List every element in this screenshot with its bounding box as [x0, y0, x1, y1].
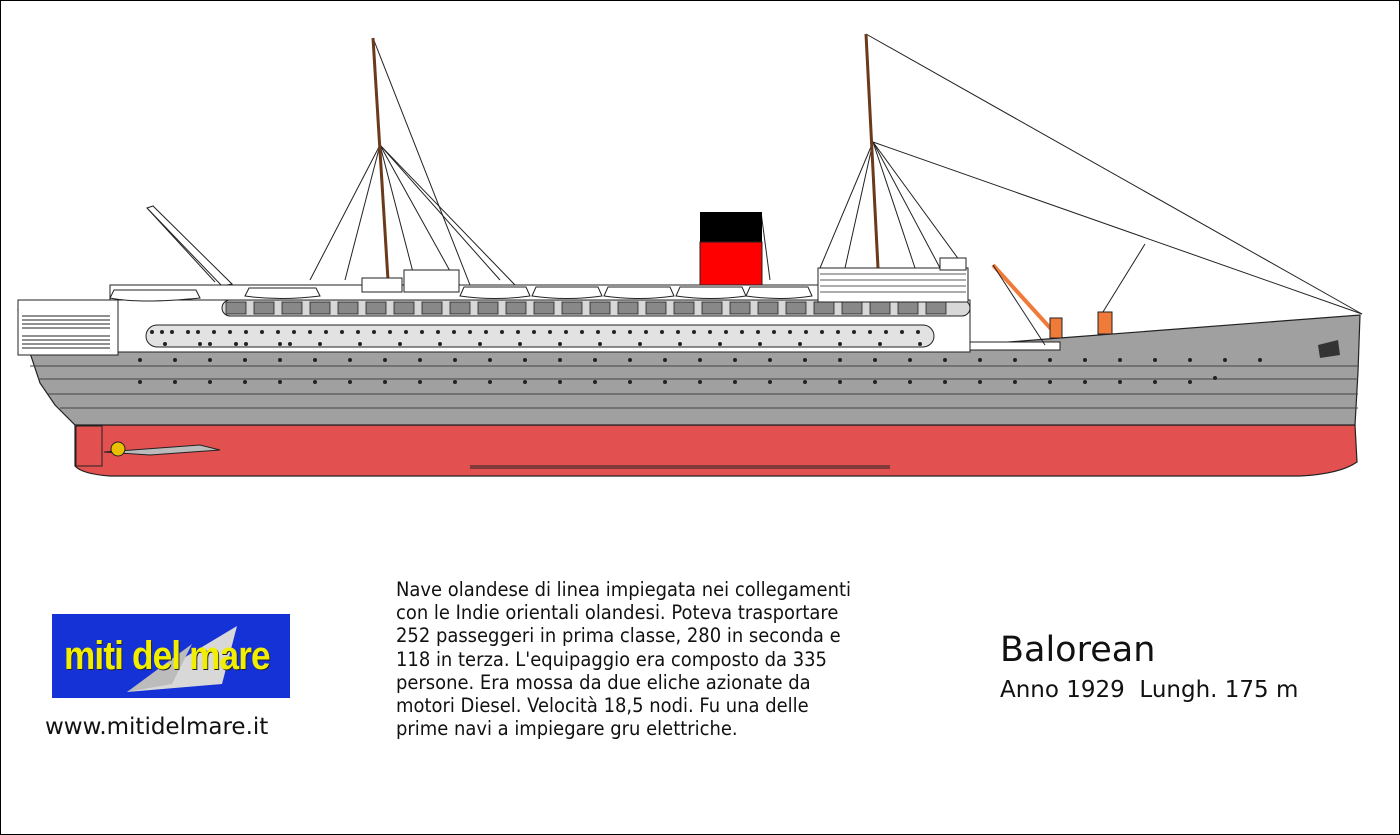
description-line: motori Diesel. Velocità 18,5 nodi. Fu un…: [396, 694, 809, 718]
website-link[interactable]: www.mitidelmare.it: [45, 714, 269, 740]
hull-red: [74, 424, 1358, 477]
fore-derrick: [146, 205, 234, 287]
description-line: prime navi a impiegare gru elettriche.: [396, 717, 738, 741]
ship-drawing: [17, 33, 1363, 477]
main-mast: [864, 33, 880, 269]
fore-mast: [371, 37, 390, 281]
crane-aft: [991, 263, 1054, 332]
bridge: [817, 267, 969, 303]
description-line: con le Indie orientali olandesi. Poteva …: [396, 601, 839, 625]
portholes: [138, 330, 1262, 384]
funnel-top: [700, 212, 762, 242]
lifeboats: [109, 286, 813, 302]
logo: miti del mare: [52, 614, 290, 698]
funnel: [699, 241, 763, 286]
ship-name: Balorean: [1000, 630, 1156, 670]
description-line: 252 passeggeri in prima classe, 280 in s…: [396, 624, 841, 648]
anchor-icon: [1318, 340, 1340, 358]
logo-text: miti del mare: [64, 634, 271, 678]
rigging: [146, 33, 1363, 315]
crane-fore: [1097, 311, 1113, 335]
description-line: Nave olandese di linea impiegata nei col…: [396, 578, 851, 601]
description-line: persone. Era mossa da due eliche azionat…: [396, 670, 811, 694]
ship-info: Anno 1929 Lungh. 175 m: [1000, 677, 1299, 703]
ship-description: Nave olandese di linea impiegata nei col…: [396, 578, 911, 740]
description-line: 118 in terza. L'equipaggio era composto …: [396, 647, 827, 671]
sail-icon: [127, 626, 237, 692]
propeller-icon: [110, 441, 126, 457]
